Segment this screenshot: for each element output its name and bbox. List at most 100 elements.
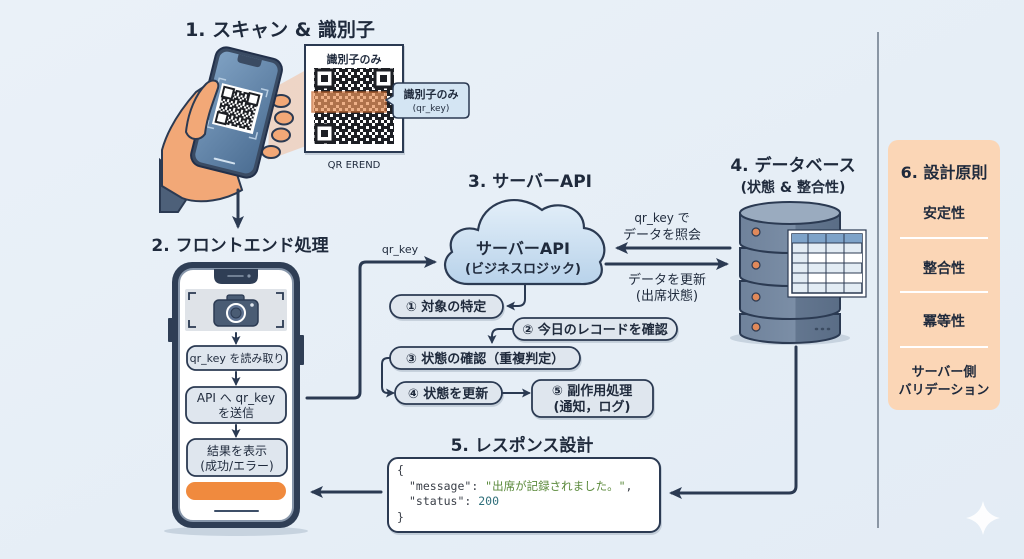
- sparkle-icon: [966, 501, 1000, 535]
- update-label-line-2: (出席状態): [636, 288, 698, 304]
- phone-side-button: [168, 318, 173, 342]
- db-top: [739, 201, 841, 225]
- server-step-4: ④ 状態を更新: [394, 381, 503, 405]
- camera-flash: [250, 303, 254, 307]
- step-label-line-1: 結果を表示: [207, 444, 267, 458]
- step-label: ② 今日のレコードを確認: [522, 322, 668, 338]
- section-database: 4. データベース (状態 & 整合性) qr_key で データを照会 データ…: [604, 155, 867, 499]
- callout-line-2: (qr_key): [413, 104, 450, 114]
- step-label-line-2: (通知，ログ): [554, 399, 631, 415]
- query-label-line-1: qr_key で: [634, 211, 689, 225]
- step-label-line-1: ⑤ 副作用処理: [552, 383, 633, 399]
- qr-card: 識別子のみ QR EREND: [304, 44, 404, 171]
- json-key: "status": [409, 494, 464, 508]
- section-database-title: 4. データベース: [730, 155, 855, 176]
- cloud-to-step1-arrow: [506, 283, 526, 311]
- principle-item-line-1: サーバー側: [912, 364, 977, 380]
- camera-icon: [213, 294, 259, 327]
- json-comma: ,: [626, 479, 633, 493]
- section-scan-title: 1. スキャン & 識別子: [185, 18, 375, 41]
- scan-brackets: [206, 77, 269, 140]
- step-label-line-2: を送信: [218, 405, 254, 420]
- qr-finder-core: [380, 75, 387, 82]
- qr-finder-core: [321, 75, 328, 82]
- step-box: [186, 345, 288, 371]
- qr-finder: [245, 91, 261, 107]
- principle-item-line-2: バリデーション: [899, 382, 990, 398]
- principles-panel: [888, 140, 1000, 410]
- db-indicator-light: [751, 260, 761, 270]
- qr-finder-core: [321, 130, 328, 137]
- json-separator: :: [464, 494, 478, 508]
- principle-item: 冪等性: [922, 313, 965, 330]
- section-server-title: 3. サーバーAPI: [468, 172, 592, 192]
- json-close-brace: }: [397, 510, 404, 524]
- update-label-line-1: データを更新: [628, 272, 706, 288]
- principles-title: 6. 設計原則: [901, 163, 988, 182]
- step-box: [531, 379, 654, 418]
- step-pill: [389, 294, 504, 319]
- principle-item: 安定性: [923, 205, 965, 222]
- table-icon: [787, 229, 867, 298]
- step-label: ③ 状態の確認（重複判定）: [406, 351, 565, 367]
- step-label: ④ 状態を更新: [408, 386, 489, 402]
- frontend-step-read: qr_key を読み取り: [186, 345, 288, 371]
- phone-side-button: [299, 335, 304, 365]
- step-box: [185, 386, 287, 424]
- phone-notch: [237, 54, 262, 68]
- server-step-2: ② 今日のレコードを確認: [512, 317, 678, 341]
- json-response-box: [387, 457, 661, 533]
- step-label: qr_key を読み取り: [190, 351, 285, 365]
- cloud-subtitle: (ビジネスロジック): [465, 261, 581, 277]
- phone-home-bar: [213, 157, 236, 165]
- table-grid-lines: [792, 234, 862, 293]
- qr-finder: [220, 85, 236, 101]
- finger: [261, 145, 281, 159]
- db-indicator-light: [751, 322, 761, 332]
- step-label-line-2: (成功/エラー): [200, 459, 273, 473]
- step-label-line-1: API へ qr_key: [197, 391, 275, 405]
- json-open-brace: {: [397, 463, 404, 477]
- phone-shadow: [164, 526, 308, 536]
- section-scan: 1. スキャン & 識別子: [159, 18, 470, 229]
- server-step-1: ① 対象の特定: [389, 294, 504, 319]
- table-row-highlight: [808, 273, 862, 283]
- hand-holding-phone-icon: [159, 46, 294, 213]
- camera-lens-inner: [230, 307, 242, 319]
- section-frontend-title: 2. フロントエンド処理: [151, 236, 328, 256]
- section-database-subtitle: (状態 & 整合性): [741, 179, 846, 196]
- server-step-3: ③ 状態の確認（重複判定）: [389, 346, 581, 370]
- thumb: [184, 79, 220, 140]
- camera-panel: [185, 289, 287, 331]
- section-frontend: 2. フロントエンド処理: [151, 236, 437, 536]
- db-indicator-light: [751, 227, 761, 237]
- section-server: 3. サーバーAPI サーバーAPI (ビジネスロジック) ① 対象の特定 ② …: [381, 172, 678, 418]
- result-bar: [186, 482, 286, 500]
- db-disk: [739, 313, 841, 344]
- json-status-line: "status": 200: [409, 494, 499, 508]
- section-response-title: 5. レスポンス設計: [451, 435, 594, 456]
- frontend-step-send: API へ qr_key を送信: [185, 386, 287, 424]
- json-separator: :: [471, 479, 485, 493]
- json-number-value: 200: [478, 494, 499, 508]
- camera-viewfinder-brackets: [188, 292, 284, 328]
- frontend-step-display: 結果を表示 (成功/エラー): [186, 438, 288, 477]
- finger: [271, 127, 291, 143]
- cloud-title: サーバーAPI: [476, 239, 570, 258]
- step3-to-step4-arrow: [381, 357, 395, 398]
- qr-caption: QR EREND: [328, 160, 381, 171]
- table-header-row: [792, 234, 862, 243]
- qr-key-callout: 識別子のみ (qr_key): [384, 82, 470, 119]
- phone-front-camera: [247, 274, 251, 278]
- section-response: 5. レスポンス設計 { "message": "出席が記録されました。", "…: [310, 435, 661, 533]
- callout-bubble: [384, 82, 470, 119]
- cloud-shape: [444, 199, 606, 286]
- principle-item: 整合性: [922, 260, 965, 277]
- query-label-line-2: データを照会: [623, 227, 701, 243]
- db-indicator-light: [751, 292, 761, 302]
- server-step-5: ⑤ 副作用処理 (通知，ログ): [531, 379, 654, 418]
- step-box: [186, 438, 288, 477]
- qr-key-highlight: [311, 91, 387, 113]
- frontend-to-server-arrow: [305, 256, 437, 400]
